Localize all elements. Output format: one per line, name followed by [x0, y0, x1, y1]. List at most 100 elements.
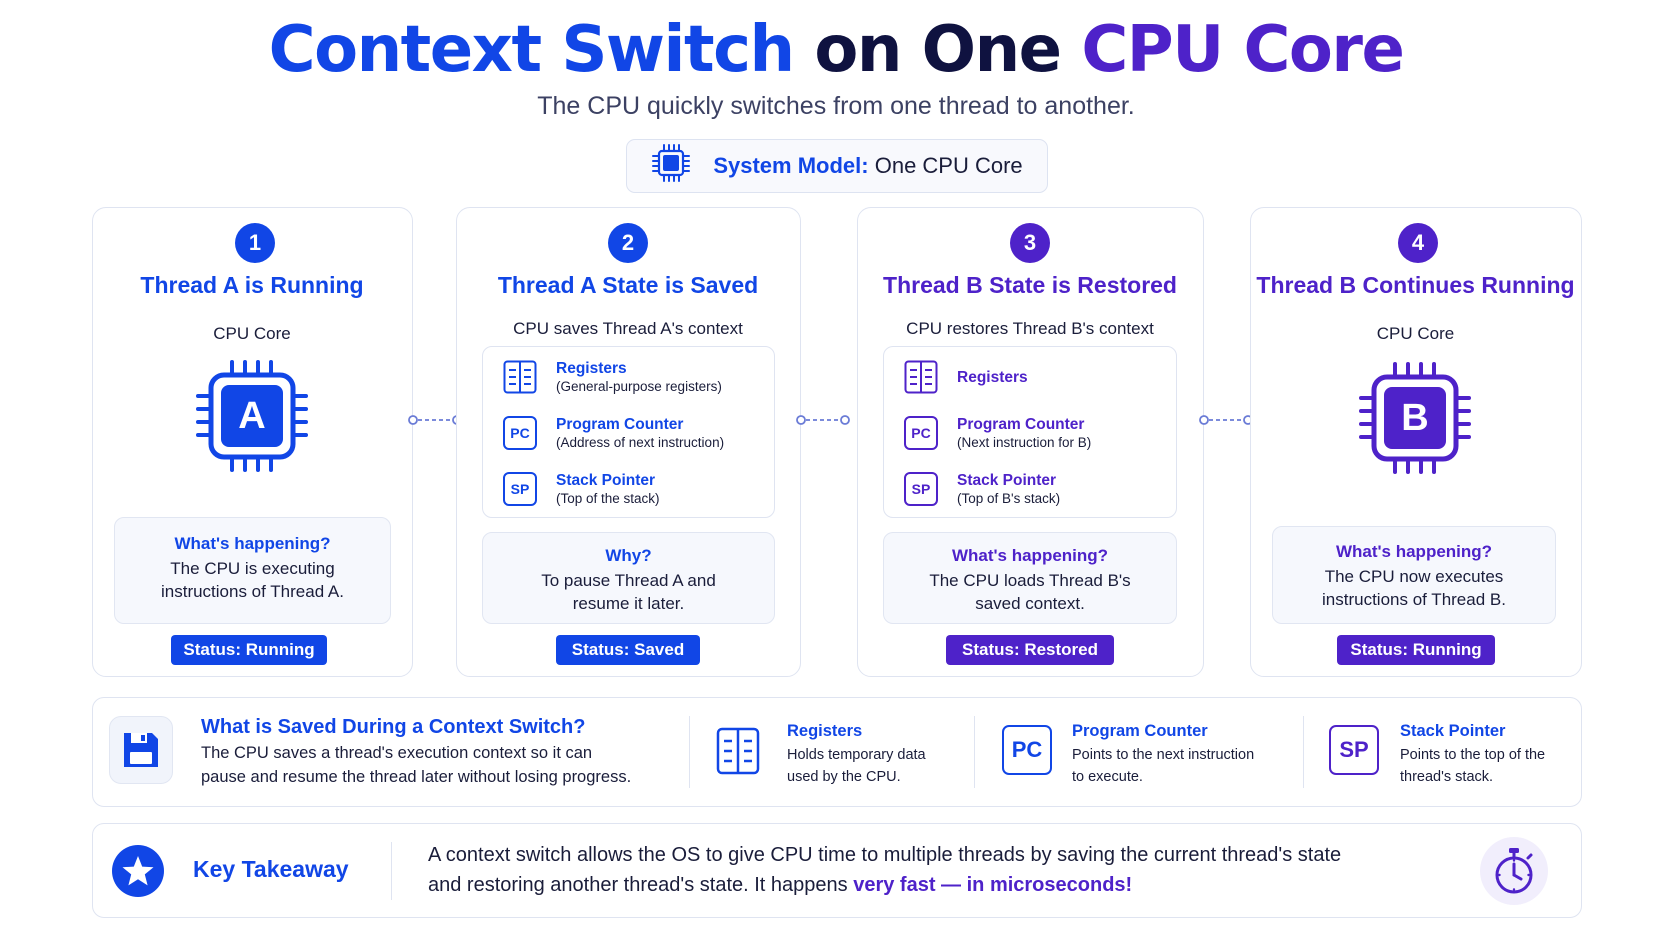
saved-registers-name: Registers: [787, 722, 863, 740]
step-title-4: Thread B Continues Running: [1256, 272, 1575, 298]
register-row-program-counter: PC Program Counter (Address of next inst…: [502, 413, 774, 453]
register-list-3: Registers PC Program Counter (Next instr…: [883, 346, 1177, 518]
system-model-value: One CPU Core: [874, 153, 1023, 178]
saved-registers-desc-1: Holds temporary data: [787, 747, 926, 763]
save-icon: [109, 716, 173, 784]
step-subtitle-4: CPU Core: [1376, 324, 1455, 343]
key-takeaway-line-1: A context switch allows the OS to give C…: [428, 844, 1342, 866]
step-number-4: 4: [1398, 223, 1438, 263]
saved-section-body-2: pause and resume the thread later withou…: [201, 768, 632, 786]
system-model-label: System Model:: [713, 153, 869, 178]
info-box-4: What's happening? The CPU now executes i…: [1272, 526, 1556, 624]
status-badge-2: Status: Saved: [556, 635, 700, 665]
register-desc: (Address of next instruction): [556, 434, 725, 450]
saved-sp-desc-2: thread's stack.: [1400, 769, 1494, 785]
step-title-2: Thread A State is Saved: [497, 272, 759, 298]
register-row-stack-pointer: SP Stack Pointer (Top of B's stack): [903, 469, 1176, 509]
step-subtitle-1: CPU Core: [213, 324, 291, 343]
step-card-3: 3 Thread B State is Restored CPU restore…: [857, 207, 1204, 677]
key-takeaway-section: Key Takeaway A context switch allows the…: [92, 823, 1582, 918]
info-body-1a: The CPU is executing: [170, 559, 335, 578]
step-card-4: 4 Thread B Continues Running CPU Core B …: [1250, 207, 1582, 677]
saved-section-body-1: The CPU saves a thread's execution conte…: [201, 744, 593, 762]
info-body-2b: resume it later.: [572, 594, 685, 613]
registers-icon: [502, 359, 538, 395]
saved-section: What is Saved During a Context Switch? T…: [92, 697, 1582, 807]
step-number-2: 2: [608, 223, 648, 263]
divider: [391, 842, 392, 900]
connector-1-2: [408, 415, 462, 425]
register-name: Registers: [957, 368, 1028, 386]
sp-icon: SP: [503, 472, 537, 506]
sp-icon: SP: [904, 472, 938, 506]
register-desc: (Next instruction for B): [957, 434, 1092, 450]
info-heading-1: What's happening?: [174, 534, 331, 553]
status-badge-1: Status: Running: [171, 635, 327, 665]
info-box-2: Why? To pause Thread A and resume it lat…: [482, 532, 775, 624]
system-model-badge: System Model: One CPU Core: [626, 139, 1048, 193]
register-row-registers: Registers (General-purpose registers): [502, 357, 774, 397]
divider: [974, 716, 975, 788]
saved-pc-desc-2: to execute.: [1072, 769, 1143, 785]
info-box-1: What's happening? The CPU is executing i…: [114, 517, 391, 624]
pc-icon: PC: [503, 416, 537, 450]
status-badge-4: Status: Running: [1337, 635, 1495, 665]
register-row-program-counter: PC Program Counter (Next instruction for…: [903, 413, 1176, 453]
page-title: Context Switch on One CPU Core: [0, 8, 1672, 92]
stopwatch-icon: [1480, 837, 1548, 905]
cpu-chip-a-icon: A: [192, 356, 312, 476]
divider: [689, 716, 690, 788]
register-name: Program Counter: [556, 415, 684, 433]
register-row-stack-pointer: SP Stack Pointer (Top of the stack): [502, 469, 774, 509]
step-subtitle-3: CPU restores Thread B's context: [906, 319, 1154, 338]
chip-letter-b: B: [1401, 397, 1429, 439]
step-number-3: 3: [1010, 223, 1050, 263]
step-number-1: 1: [235, 223, 275, 263]
info-body-4a: The CPU now executes: [1324, 567, 1504, 586]
key-takeaway-emphasis: very fast — in microseconds!: [853, 874, 1133, 896]
chip-icon: [651, 143, 691, 189]
step-subtitle-2: CPU saves Thread A's context: [513, 319, 743, 338]
info-body-4b: instructions of Thread B.: [1322, 590, 1506, 609]
star-icon: [111, 844, 165, 903]
step-card-2: 2 Thread A State is Saved CPU saves Thre…: [456, 207, 801, 677]
saved-registers-desc-2: used by the CPU.: [787, 769, 901, 785]
cpu-chip-b-icon: B: [1355, 358, 1475, 478]
saved-sp-name: Stack Pointer: [1400, 722, 1506, 740]
saved-pc-name: Program Counter: [1072, 722, 1208, 740]
register-name: Program Counter: [957, 415, 1085, 433]
sp-large-icon: SP: [1329, 725, 1379, 775]
step-title-3: Thread B State is Restored: [883, 272, 1177, 298]
step-title-1: Thread A is Running: [140, 272, 364, 298]
info-body-1b: instructions of Thread A.: [160, 582, 344, 601]
title-part-cpu-core: CPU Core: [1081, 13, 1405, 87]
key-takeaway-line-2-text: and restoring another thread's state. It…: [428, 874, 854, 896]
saved-section-title: What is Saved During a Context Switch?: [201, 716, 586, 738]
divider: [1303, 716, 1304, 788]
title-part-context-switch: Context Switch: [268, 13, 795, 87]
register-list-2: Registers (General-purpose registers) PC…: [482, 346, 775, 518]
info-heading-2: Why?: [605, 546, 652, 565]
info-body-2a: To pause Thread A and: [541, 571, 716, 590]
register-name: Stack Pointer: [556, 471, 656, 489]
title-part-on-one: on One: [814, 13, 1062, 87]
key-takeaway-line-2: and restoring another thread's state. It…: [428, 870, 1132, 900]
register-desc: (Top of the stack): [556, 490, 660, 506]
registers-icon: [903, 359, 939, 395]
saved-pc-desc-1: Points to the next instruction: [1072, 747, 1255, 763]
status-badge-3: Status: Restored: [946, 635, 1114, 665]
info-body-3a: The CPU loads Thread B's: [929, 571, 1131, 590]
info-heading-3: What's happening?: [951, 546, 1109, 565]
connector-3-4: [1199, 415, 1253, 425]
register-name: Registers: [556, 359, 627, 377]
pc-icon: PC: [904, 416, 938, 450]
info-box-3: What's happening? The CPU loads Thread B…: [883, 532, 1177, 624]
register-desc: (Top of B's stack): [957, 490, 1061, 506]
register-name: Stack Pointer: [957, 471, 1057, 489]
info-body-3b: saved context.: [975, 594, 1085, 613]
step-card-1: 1 Thread A is Running CPU Core A What's …: [92, 207, 413, 677]
key-takeaway-label: Key Takeaway: [193, 856, 349, 882]
register-desc: (General-purpose registers): [556, 378, 722, 394]
connector-2-3: [796, 415, 850, 425]
pc-large-icon: PC: [1002, 725, 1052, 775]
